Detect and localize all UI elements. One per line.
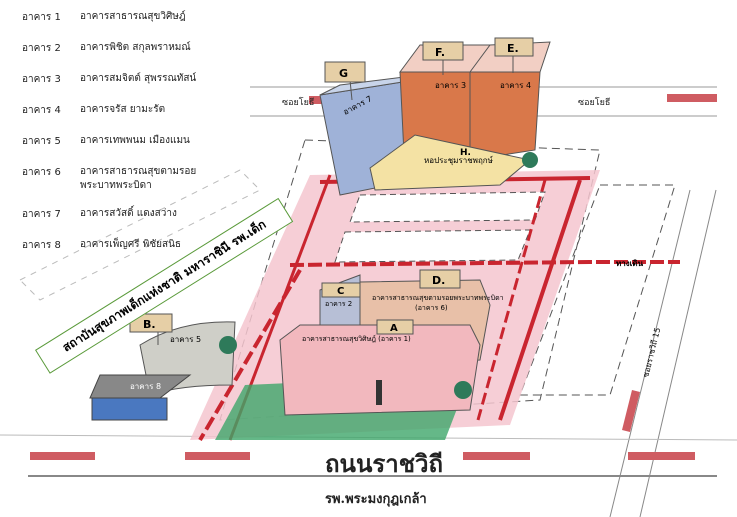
legend-name: อาคารสมจิตต์ สุพรรณทัสน์	[80, 73, 197, 84]
sign-h: H.	[460, 148, 471, 158]
legend-num: อาคาร 4	[22, 105, 61, 116]
legend-item: อาคาร 5 อาคารเทพพนม เมืองแมน	[22, 134, 250, 165]
legend-num: อาคาร 3	[22, 74, 61, 85]
legend-item: อาคาร 7 อาคารสวัสดิ์ แดงสว่าง	[22, 207, 250, 238]
legend-name: อาคารสาธารณสุขตามรอยพระบาทพระบิดา	[80, 166, 197, 191]
svg-text:C: C	[337, 286, 344, 297]
soi-right-label: ซอยราชวิถี 15	[641, 327, 662, 379]
tree-icon	[454, 381, 472, 399]
legend-num: อาคาร 2	[22, 43, 61, 54]
legend-num: อาคาร 7	[22, 209, 61, 220]
legend-name: อาคารสาธารณสุขวิศิษฎ์	[80, 11, 186, 22]
svg-text:F.: F.	[435, 46, 445, 59]
legend-item: อาคาร 2 อาคารพิชิต สกุลพราหมณ์	[22, 41, 250, 72]
statue-icon	[376, 380, 382, 405]
building-f-label: อาคาร 3	[435, 81, 466, 90]
svg-text:D.: D.	[432, 274, 445, 287]
legend-item: อาคาร 3 อาคารสมจิตต์ สุพรรณทัสน์	[22, 72, 250, 103]
building-h	[369, 134, 532, 191]
legend-item: อาคาร 6 อาคารสาธารณสุขตามรอยพระบาทพระบิดา	[22, 165, 250, 207]
walkway-label: ทางเดิน	[616, 259, 644, 268]
legend-item: อาคาร 1 อาคารสาธารณสุขวิศิษฎ์	[22, 10, 250, 41]
svg-text:A: A	[390, 323, 398, 334]
legend-name: อาคารเทพพนม เมืองแมน	[80, 135, 190, 146]
road-bar	[30, 452, 95, 460]
building-c-label: อาคาร 2	[325, 300, 352, 308]
legend-name: อาคารเพ็ญศรี พิชัยสนิธ	[80, 239, 182, 250]
building-d-label2: (อาคาร 6)	[415, 304, 448, 312]
building-b-label: อาคาร 5	[170, 335, 201, 344]
main-road-label: ถนนราชวิถี	[325, 449, 444, 478]
building-a	[279, 324, 481, 416]
building-8-label: อาคาร 8	[130, 382, 161, 391]
svg-text:E.: E.	[507, 42, 519, 55]
svg-text:G: G	[339, 67, 348, 80]
building-d-label: อาคารสาธารณสุขตามรอยพระบาทพระบิดา	[372, 294, 504, 302]
plot-outline	[19, 169, 261, 301]
sign-d: D.	[419, 269, 461, 289]
legend-num: อาคาร 6	[22, 167, 61, 178]
walkway	[498, 179, 582, 421]
sign-a: A	[376, 319, 414, 335]
soi-right-line	[639, 189, 717, 517]
legend-item: อาคาร 4 อาคารจรัส ยามะรัต	[22, 103, 250, 134]
road-bar	[622, 390, 640, 432]
building-8	[91, 397, 168, 421]
legend-item: อาคาร 8 อาคารเพ็ญศรี พิชัยสนิธ	[22, 238, 250, 269]
building-a-label: อาคารสาธารณสุขวิศิษฎ์ (อาคาร 1)	[302, 335, 411, 343]
sign-f: F.	[422, 41, 464, 75]
walkway	[289, 260, 680, 267]
legend-num: อาคาร 5	[22, 136, 61, 147]
road-bar	[667, 94, 717, 102]
plot-outline	[519, 184, 676, 396]
svg-text:H.: H.	[460, 148, 471, 158]
building-h-label: หอประชุมราชพฤกษ์	[424, 155, 493, 165]
soi-right-line	[609, 189, 691, 517]
legend-name: อาคารพิชิต สกุลพราหมณ์	[80, 42, 191, 53]
tree-icon	[522, 152, 538, 168]
plot-block	[334, 229, 531, 263]
walkway	[476, 179, 547, 421]
legend-name: อาคารจรัส ยามะรัต	[80, 104, 166, 115]
sign-g: G	[324, 61, 366, 101]
svg-text:B.: B.	[143, 318, 156, 331]
tree-icon	[219, 336, 237, 354]
legend-num: อาคาร 1	[22, 12, 61, 23]
legend-num: อาคาร 8	[22, 240, 61, 251]
building-e-label: อาคาร 4	[500, 81, 531, 90]
sign-e: E.	[494, 37, 534, 73]
legend-name: อาคารสวัสดิ์ แดงสว่าง	[80, 208, 177, 219]
soi-top-left-label: ซอยโยธี	[282, 98, 315, 108]
road-bar	[463, 452, 530, 460]
road-bar	[628, 452, 695, 460]
soi-top-right-label: ซอยโยธี	[578, 98, 611, 108]
road-bar	[185, 452, 250, 460]
landmark-label: รพ.พระมงกุฎเกล้า	[325, 492, 427, 507]
sign-c: C	[321, 282, 361, 298]
plot-block	[349, 191, 546, 223]
